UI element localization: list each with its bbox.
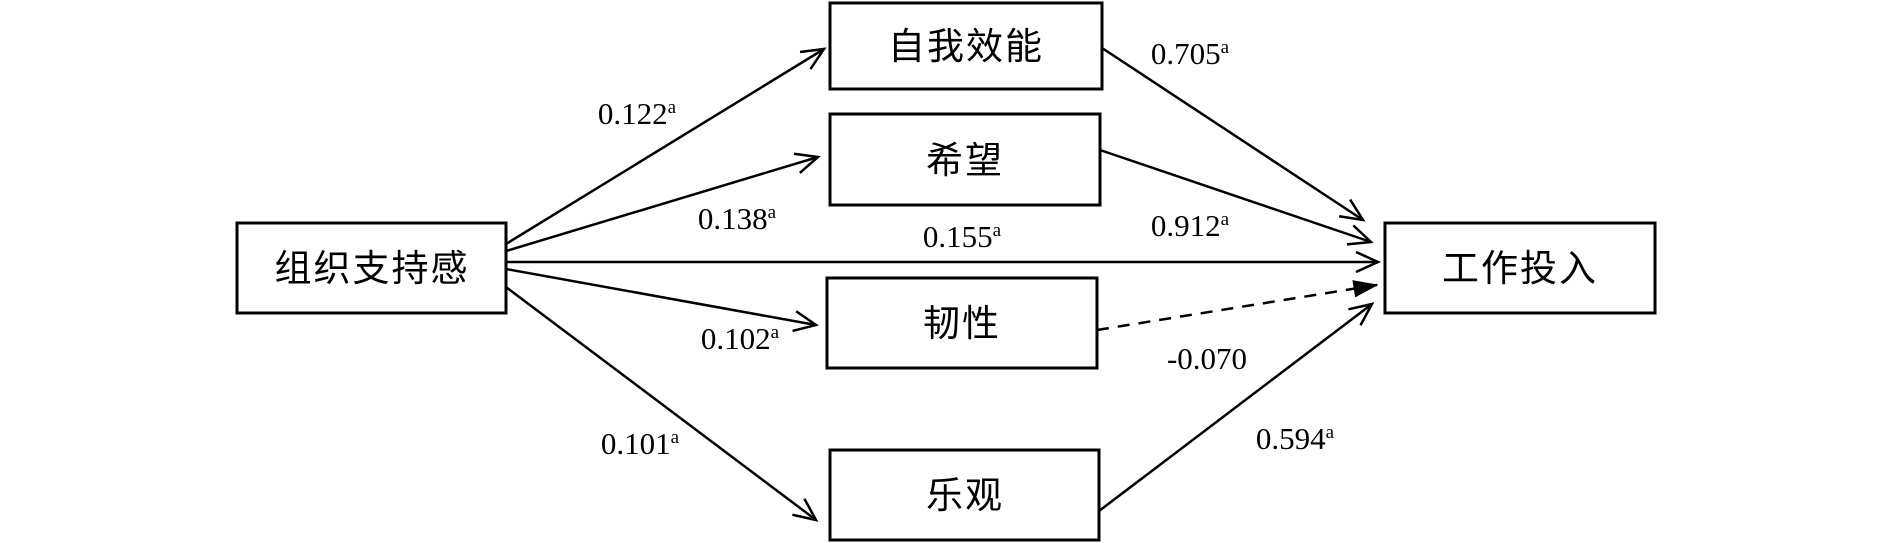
node-self-efficacy-box — [828, 1, 1104, 91]
edge-pos-to-self-efficacy — [505, 47, 827, 246]
edge-pos-to-resilience — [505, 267, 819, 333]
node-predictor-box — [235, 221, 508, 315]
node-outcome: 工作投入 — [1383, 221, 1657, 315]
coef-pos-to-self-efficacy: 0.122a — [598, 96, 677, 131]
node-outcome-label: 工作投入 — [1442, 249, 1598, 290]
node-self-efficacy-label: 自我效能 — [888, 26, 1044, 68]
node-self-efficacy: 自我效能 — [828, 1, 1104, 91]
edge-self-efficacy-to-outcome — [1101, 46, 1366, 222]
node-resilience-label: 韧性 — [923, 304, 1001, 345]
edge-hope-to-outcome — [1099, 148, 1374, 246]
edge-pos-to-optimism — [505, 286, 819, 522]
coef-pos-to-outcome: 0.155a — [923, 219, 1002, 254]
node-optimism-label: 乐观 — [926, 476, 1004, 517]
coef-optimism-to-outcome: 0.594a — [1256, 421, 1335, 456]
coef-resilience-to-outcome: -0.070 — [1167, 341, 1247, 376]
coef-pos-to-hope: 0.138a — [698, 201, 777, 236]
coef-self-efficacy-to-outcome: 0.705a — [1151, 36, 1230, 71]
node-hope-box — [828, 112, 1102, 207]
node-hope-label: 希望 — [926, 140, 1004, 182]
node-optimism: 乐观 — [828, 448, 1101, 542]
coef-pos-to-optimism: 0.101a — [601, 426, 680, 461]
edge-optimism-to-outcome — [1098, 302, 1375, 512]
edge-resilience-to-outcome-dashed — [1096, 280, 1379, 332]
node-predictor: 组织支持感 — [235, 221, 508, 315]
node-optimism-box — [828, 448, 1101, 542]
coef-hope-to-outcome: 0.912a — [1151, 208, 1230, 243]
edge-pos-to-hope — [505, 152, 821, 253]
coef-pos-to-resilience: 0.102a — [701, 321, 780, 356]
node-hope: 希望 — [828, 112, 1102, 207]
node-resilience-box — [825, 276, 1099, 370]
node-outcome-box — [1383, 221, 1657, 315]
node-predictor-label: 组织支持感 — [275, 248, 470, 290]
node-resilience: 韧性 — [825, 276, 1099, 370]
